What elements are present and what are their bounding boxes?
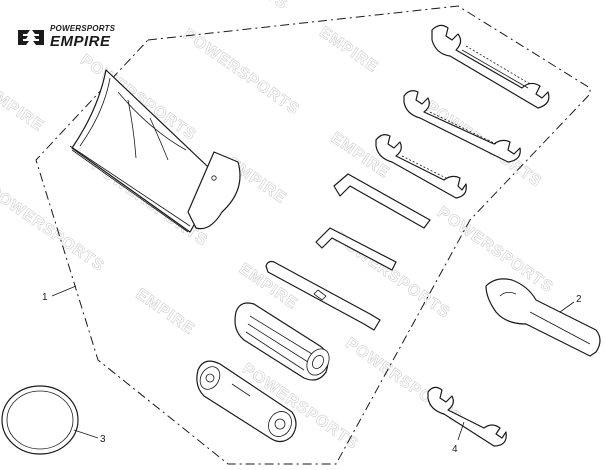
tool-bag-icon xyxy=(69,69,241,233)
callout-1: 1 xyxy=(42,292,48,303)
open-end-wrench-icon xyxy=(427,386,507,447)
o-ring-icon xyxy=(1,385,79,455)
open-end-wrench-icon xyxy=(403,90,521,163)
callout-3: 3 xyxy=(100,434,106,445)
hook-spanner-icon xyxy=(485,278,601,357)
brand-logo: POWERSPORTS EMPIRE xyxy=(16,24,115,50)
hex-key-icon xyxy=(315,227,397,271)
leader-line xyxy=(457,421,465,441)
leader-line xyxy=(559,301,575,313)
watermark-text: POWERSPORTS xyxy=(180,26,302,119)
open-end-wrench-icon xyxy=(431,24,550,109)
empire-logo-icon xyxy=(18,30,44,45)
watermark-text: EMPIRE xyxy=(74,0,139,4)
leader-line xyxy=(73,429,99,439)
spark-plug-socket-icon xyxy=(196,360,297,443)
watermark-text: POWERSPORTS xyxy=(169,0,291,13)
callout-4: 4 xyxy=(452,444,458,455)
leader-line xyxy=(51,285,77,297)
hex-key-icon xyxy=(333,173,431,229)
watermark-text: EMPIRE xyxy=(0,83,47,136)
watermark-text: POWERSPORTS xyxy=(0,183,107,276)
callout-2: 2 xyxy=(576,294,582,305)
screwdriver-handle-icon xyxy=(234,302,330,381)
screwdriver-icon xyxy=(265,260,381,331)
kit-boundary xyxy=(35,5,591,465)
open-end-wrench-icon xyxy=(375,134,467,199)
watermark-text: EMPIRE xyxy=(133,286,198,339)
watermark-text: EMPIRE xyxy=(316,24,381,77)
brand-line-1: POWERSPORTS xyxy=(50,24,116,33)
brand-line-2: EMPIRE xyxy=(50,33,111,50)
